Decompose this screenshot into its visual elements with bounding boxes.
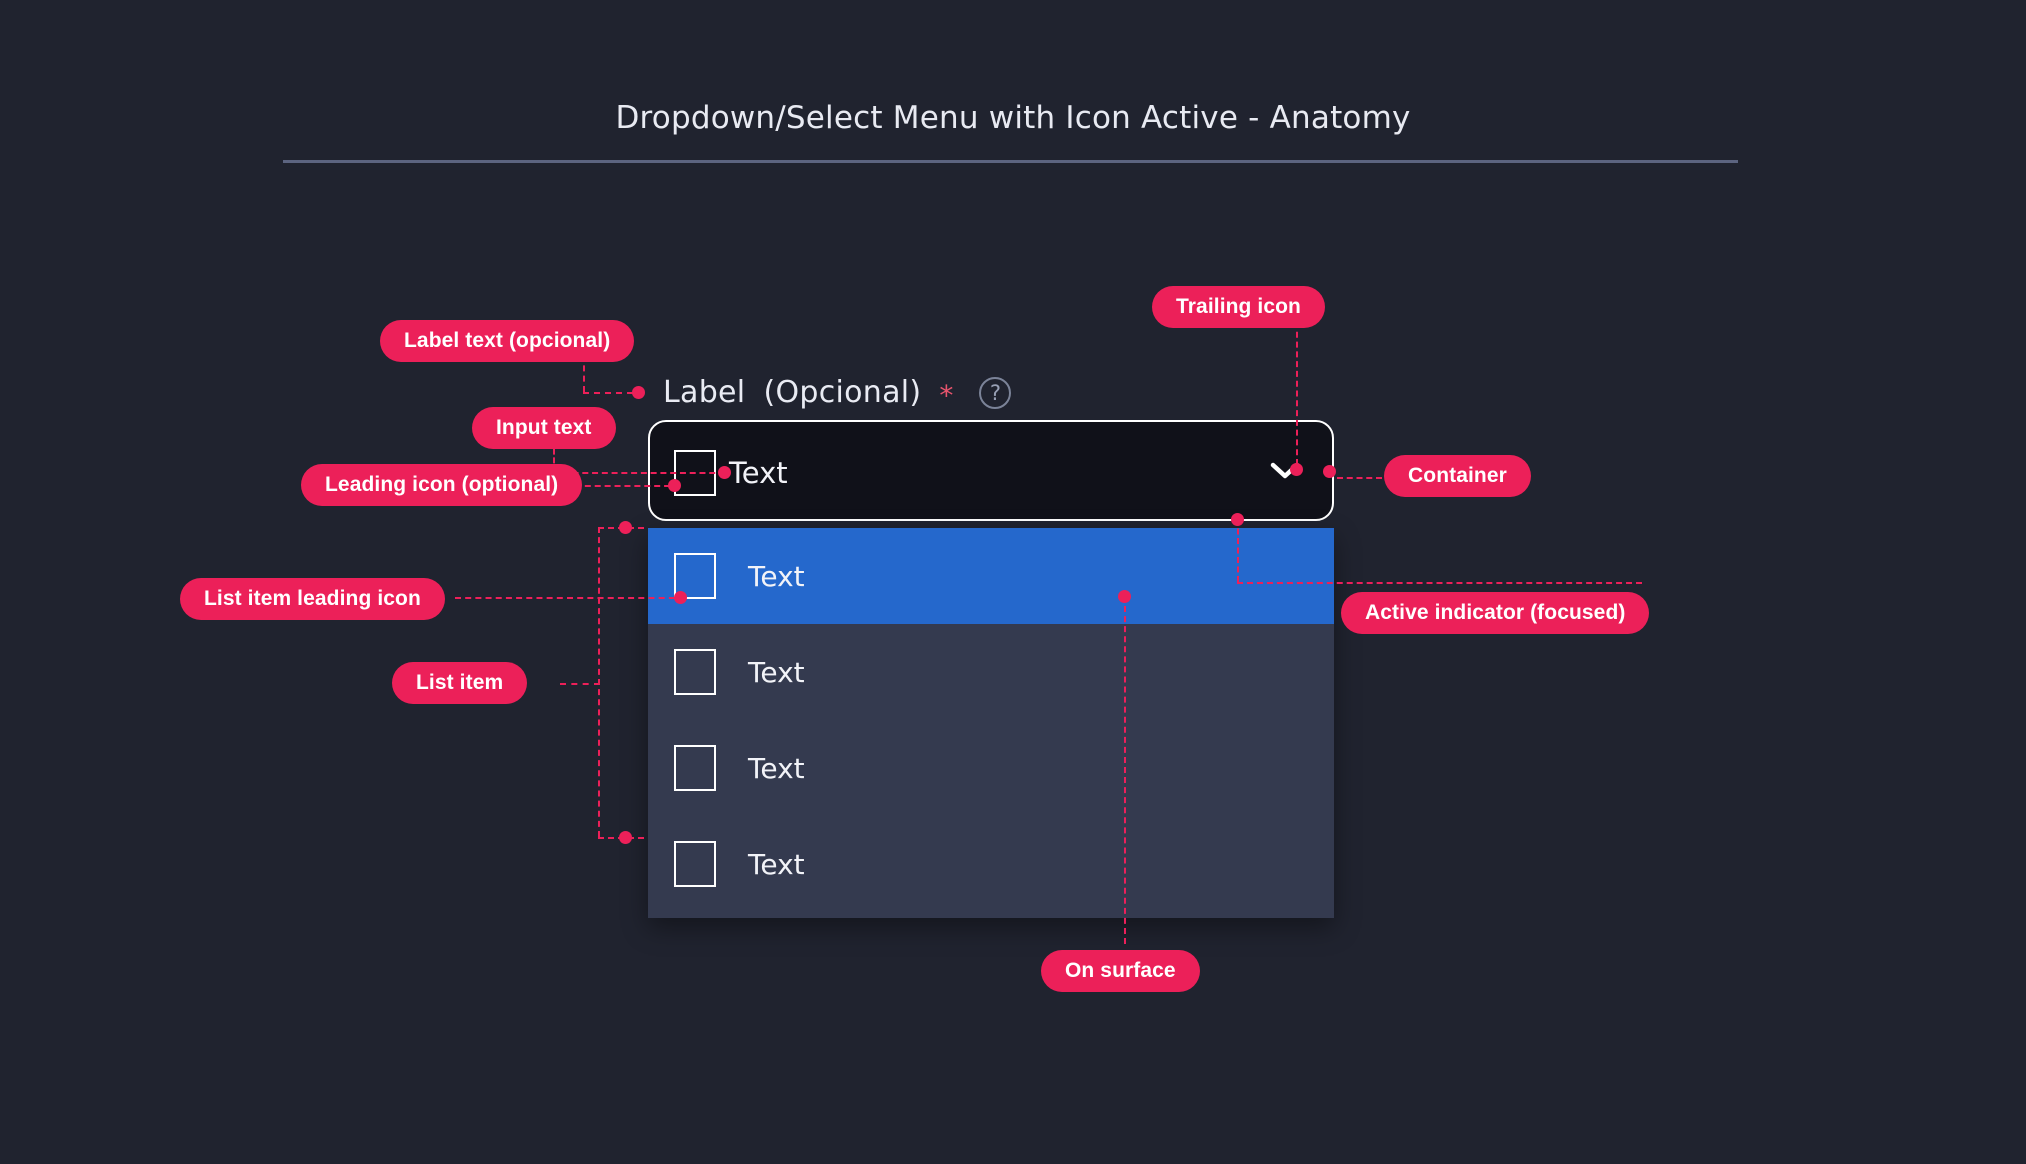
required-asterisk: * xyxy=(939,378,954,412)
annotation-pill-on-surface: On surface xyxy=(1041,950,1200,992)
list-item-square-outline-icon xyxy=(674,553,716,599)
list-item-square-outline-icon xyxy=(674,649,716,695)
connector-list-item-branch-h xyxy=(560,683,600,685)
list-item-square-outline-icon xyxy=(674,745,716,791)
annotation-pill-active-indicator: Active indicator (focused) xyxy=(1341,592,1650,634)
field-label-text: Label xyxy=(663,375,746,410)
annotation-pill-label-text: Label text (opcional) xyxy=(380,320,635,362)
connector-container-h xyxy=(1337,477,1382,479)
list-item[interactable]: Text xyxy=(648,816,1334,912)
connector-dot-list-item-bottom xyxy=(619,831,632,844)
list-item[interactable]: Text xyxy=(648,624,1334,720)
field-label-row: Label (Opcional) * ? xyxy=(663,375,1012,412)
list-item[interactable]: Text xyxy=(648,528,1334,624)
field-label-optional: (Opcional) xyxy=(763,375,922,410)
connector-label-text-h xyxy=(583,392,633,394)
list-item[interactable]: Text xyxy=(648,720,1334,816)
select-container[interactable]: Text xyxy=(648,420,1334,521)
list-item-label: Text xyxy=(748,655,805,689)
leading-square-outline-icon xyxy=(674,450,716,496)
connector-dot-label-text xyxy=(632,386,645,399)
annotation-pill-list-item: List item xyxy=(392,662,528,704)
help-circle-icon[interactable]: ? xyxy=(979,376,1012,409)
connector-list-item-bottom-h xyxy=(598,837,644,839)
list-item-label: Text xyxy=(748,751,805,785)
connector-dot-list-item-top xyxy=(619,521,632,534)
annotation-pill-trailing-icon: Trailing icon xyxy=(1152,286,1325,328)
page-title: Dropdown/Select Menu with Icon Active - … xyxy=(615,100,1411,136)
title-divider xyxy=(283,160,1738,163)
connector-list-item-top-h xyxy=(598,527,644,529)
dropdown-list[interactable]: Text Text Text Text xyxy=(648,528,1334,918)
chevron-down-icon[interactable] xyxy=(1270,461,1300,481)
select-input-text: Text xyxy=(729,455,788,490)
list-item-label: Text xyxy=(748,559,805,593)
annotation-pill-container: Container xyxy=(1384,455,1531,497)
help-icon-glyph: ? xyxy=(989,380,1001,405)
list-item-label: Text xyxy=(748,847,805,881)
list-item-square-outline-icon xyxy=(674,841,716,887)
annotation-pill-input-text: Input text xyxy=(472,407,616,449)
connector-list-item-spine xyxy=(598,527,600,837)
annotation-pill-leading-icon: Leading icon (optional) xyxy=(301,464,583,506)
annotation-pill-list-item-icon: List item leading icon xyxy=(180,578,445,620)
